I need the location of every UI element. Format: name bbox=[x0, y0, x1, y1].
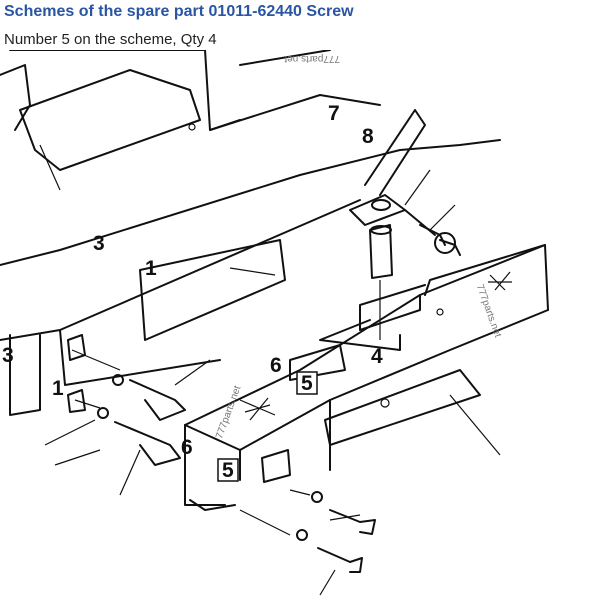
exploded-parts-scheme: 7 8 3 1 3 1 4 6 5 6 5 777parts.net 777pa… bbox=[0, 50, 549, 596]
leader-lines bbox=[44, 169, 501, 596]
bolt-right-lower bbox=[296, 529, 363, 573]
callout-8: 8 bbox=[362, 125, 374, 148]
bolt-left-lower bbox=[97, 407, 181, 466]
callout-3: 3 bbox=[93, 232, 105, 255]
bolt-left-upper bbox=[112, 374, 186, 421]
callout-5-upper: 5 bbox=[301, 372, 313, 395]
page-title: Schemes of the spare part 01011-62440 Sc… bbox=[4, 3, 354, 20]
pin-assembly bbox=[349, 109, 461, 340]
bolt-right-upper bbox=[311, 491, 376, 535]
callout-box-5a bbox=[296, 371, 318, 395]
callout-box-5b bbox=[217, 458, 239, 482]
watermark-top: 777parts.net bbox=[284, 53, 340, 64]
callout-1-left: 1 bbox=[52, 377, 64, 400]
callout-3-left: 3 bbox=[2, 344, 14, 367]
callout-6-lower: 6 bbox=[181, 436, 193, 459]
callout-7: 7 bbox=[328, 102, 340, 125]
watermark-right: 777parts.net bbox=[474, 283, 503, 339]
callout-5-lower: 5 bbox=[222, 459, 234, 482]
watermark-center: 777parts.net bbox=[214, 384, 243, 440]
part-position-subtitle: Number 5 on the scheme, Qty 4 bbox=[4, 31, 217, 48]
callout-6-upper: 6 bbox=[270, 354, 282, 377]
callout-4: 4 bbox=[371, 345, 383, 368]
main-beam bbox=[0, 139, 501, 416]
cab-frame bbox=[0, 50, 381, 191]
rear-frame bbox=[184, 244, 549, 511]
callout-1: 1 bbox=[145, 257, 157, 280]
